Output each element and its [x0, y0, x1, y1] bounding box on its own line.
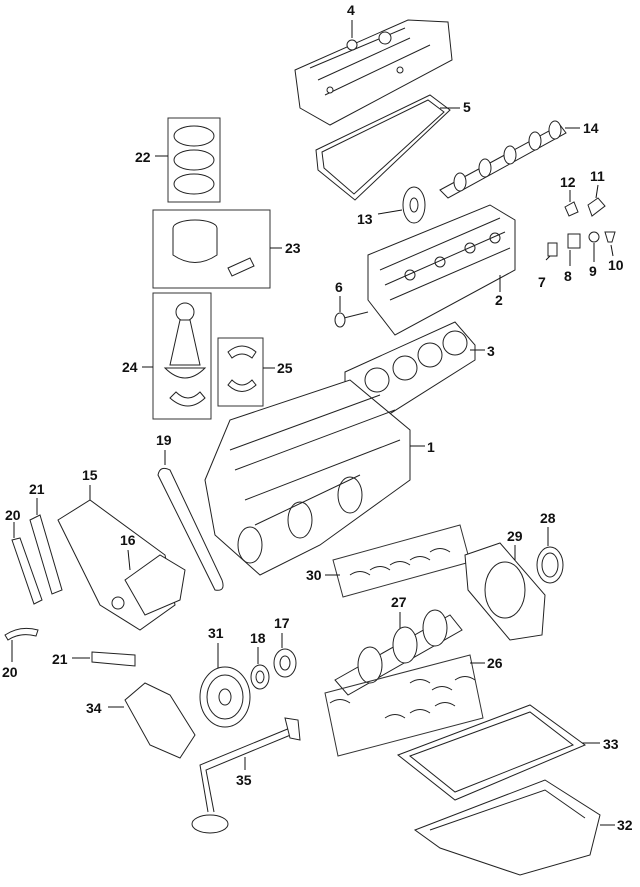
part-oil-pump [124, 682, 196, 759]
label-6: 6 [335, 279, 343, 295]
label-1: 1 [427, 439, 435, 455]
part-main-bearings [349, 548, 451, 576]
label-33: 33 [603, 736, 619, 752]
part-valve [334, 311, 369, 328]
label-28: 28 [540, 510, 556, 526]
part-20-arm [11, 537, 43, 605]
label-32: 32 [617, 817, 633, 833]
part-20-lower [4, 627, 39, 641]
label-30: 30 [306, 567, 322, 583]
label-12: 12 [560, 174, 576, 190]
label-22: 22 [135, 149, 151, 165]
label-4: 4 [347, 2, 355, 18]
label-8: 8 [564, 268, 572, 284]
part-rear-seal [536, 546, 564, 584]
part-11 [587, 197, 606, 217]
part-oil-pan-gasket [396, 704, 587, 801]
part-cam-sprocket [402, 186, 426, 224]
box-26 [324, 654, 484, 757]
label-23: 23 [285, 240, 301, 256]
part-cylinder-head [367, 204, 516, 336]
label-15: 15 [82, 467, 98, 483]
part-21-guide [29, 514, 63, 595]
part-camshaft [439, 120, 567, 199]
label-29: 29 [507, 528, 523, 544]
label-34: 34 [86, 700, 102, 716]
box-22 [167, 117, 221, 203]
label-7: 7 [538, 274, 546, 290]
part-21-tensioner [91, 651, 136, 667]
label-21b: 21 [52, 651, 68, 667]
part-10 [604, 231, 616, 243]
box-24 [152, 292, 212, 420]
part-12 [564, 201, 579, 217]
label-3: 3 [487, 343, 495, 359]
label-18: 18 [250, 630, 266, 646]
part-8 [567, 233, 581, 249]
label-16: 16 [120, 532, 136, 548]
label-10: 10 [608, 257, 624, 273]
part-7 [547, 242, 558, 257]
box-30 [332, 524, 471, 598]
label-19: 19 [156, 432, 172, 448]
part-crankshaft [334, 609, 463, 696]
label-11: 11 [590, 168, 605, 184]
part-engine-block [204, 379, 411, 576]
label-20a: 20 [5, 507, 21, 523]
part-valve-cover-gasket [315, 94, 451, 201]
label-25: 25 [277, 360, 293, 376]
label-35: 35 [236, 772, 252, 788]
part-9 [588, 231, 600, 243]
label-14: 14 [583, 120, 599, 136]
part-18-seal [250, 664, 270, 690]
part-oil-pickup [191, 717, 301, 834]
label-2: 2 [495, 292, 503, 308]
label-24: 24 [122, 359, 138, 375]
part-valve-cover [294, 19, 453, 126]
label-9: 9 [589, 263, 597, 279]
label-26: 26 [487, 655, 503, 671]
label-21a: 21 [29, 481, 45, 497]
part-crank-pulley [199, 666, 251, 728]
part-rear-seal-housing [464, 542, 546, 641]
part-piston-rings [173, 125, 215, 195]
label-13: 13 [357, 211, 373, 227]
part-timing-chain [157, 467, 224, 591]
box-25 [217, 337, 264, 407]
label-27: 27 [391, 594, 407, 610]
part-rod-bearings [227, 345, 257, 392]
part-oil-pan [413, 779, 601, 876]
part-crank-bearings [329, 676, 476, 719]
part-17-seal [273, 648, 297, 678]
box-23 [152, 209, 271, 289]
part-16 [124, 554, 186, 616]
part-connecting-rod [163, 302, 207, 407]
label-20b: 20 [2, 664, 18, 680]
label-5: 5 [463, 99, 471, 115]
label-17: 17 [274, 615, 290, 631]
part-piston [172, 219, 255, 277]
label-31: 31 [208, 625, 224, 641]
